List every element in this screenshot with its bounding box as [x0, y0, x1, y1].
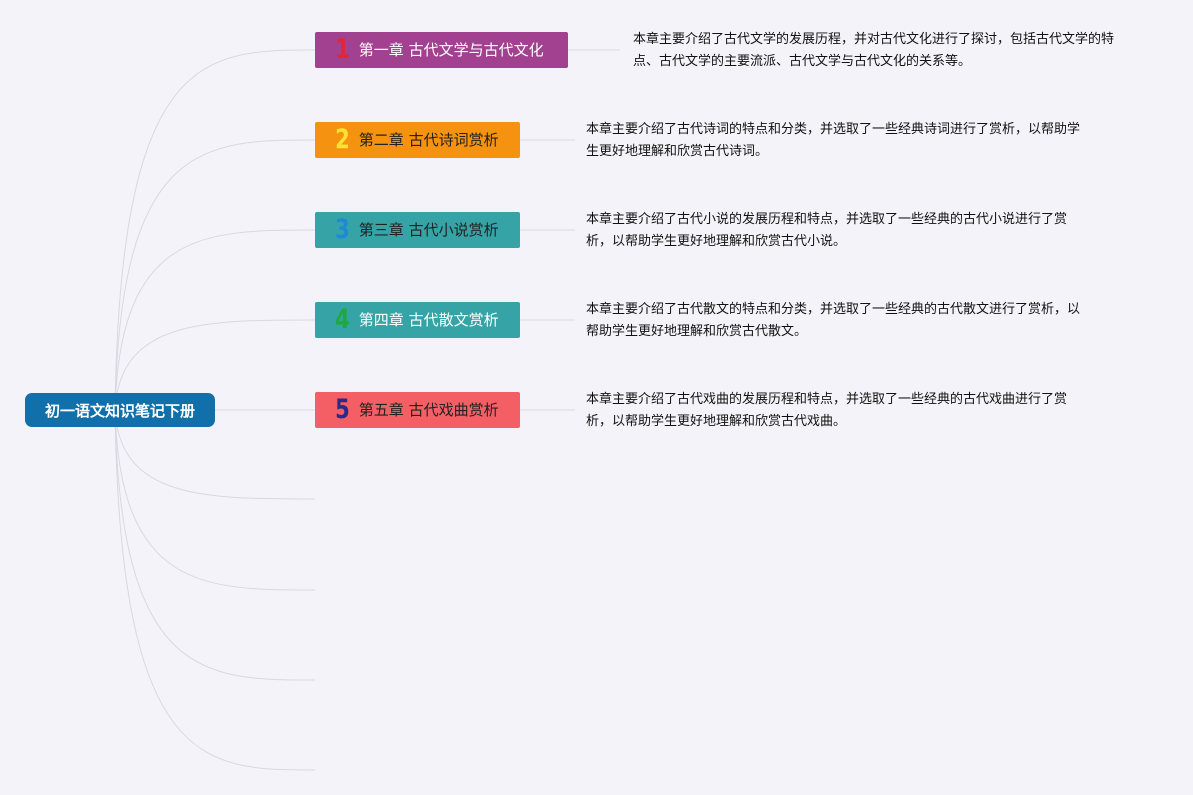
- connector-line: [114, 139, 316, 411]
- chapter-number-icon: 5: [335, 394, 350, 425]
- chapter-title: 第二章 古代诗词赏析: [358, 131, 499, 149]
- chapter-number-icon: 3: [335, 214, 350, 245]
- connector-line: [114, 409, 316, 591]
- chapter-description-5[interactable]: 本章主要介绍了古代戏曲的发展历程和特点，并选取了一些经典的古代戏曲进行了赏析，以…: [586, 392, 1068, 429]
- chapter-title: 第一章 古代文学与古代文化: [358, 41, 544, 59]
- connector-line: [114, 49, 316, 411]
- chapter-description-2[interactable]: 本章主要介绍了古代诗词的特点和分类，并选取了一些经典诗词进行了赏析，以帮助学生更…: [586, 122, 1081, 159]
- chapter-description-3[interactable]: 本章主要介绍了古代小说的发展历程和特点，并选取了一些经典的古代小说进行了赏析，以…: [586, 212, 1068, 249]
- chapter-number-icon: 4: [335, 304, 350, 335]
- chapter-topic-2[interactable]: 2 第二章 古代诗词赏析: [315, 122, 520, 158]
- chapter-description-4[interactable]: 本章主要介绍了古代散文的特点和分类，并选取了一些经典的古代散文进行了赏析，以帮助…: [586, 302, 1081, 339]
- chapter-title: 第三章 古代小说赏析: [358, 221, 499, 239]
- connector-line: [114, 229, 316, 411]
- connector-line: [114, 409, 316, 771]
- root-topic-label: 初一语文知识笔记下册: [44, 401, 195, 420]
- chapter-number-icon: 1: [335, 34, 350, 65]
- chapter-title: 第五章 古代戏曲赏析: [358, 401, 499, 419]
- chapter-topic-3[interactable]: 3 第三章 古代小说赏析: [315, 212, 520, 248]
- chapter-number-icon: 2: [335, 124, 350, 155]
- chapter-title: 第四章 古代散文赏析: [358, 311, 499, 329]
- chapter-description-1[interactable]: 本章主要介绍了古代文学的发展历程，并对古代文化进行了探讨，包括古代文学的特点、古…: [633, 32, 1115, 69]
- chapter-topic-1[interactable]: 1 第一章 古代文学与古代文化: [315, 32, 568, 68]
- chapter-topic-4[interactable]: 4 第四章 古代散文赏析: [315, 302, 520, 338]
- connector-line: [114, 409, 316, 681]
- root-topic[interactable]: 初一语文知识笔记下册: [25, 393, 215, 427]
- chapter-topic-5[interactable]: 5 第五章 古代戏曲赏析: [315, 392, 520, 428]
